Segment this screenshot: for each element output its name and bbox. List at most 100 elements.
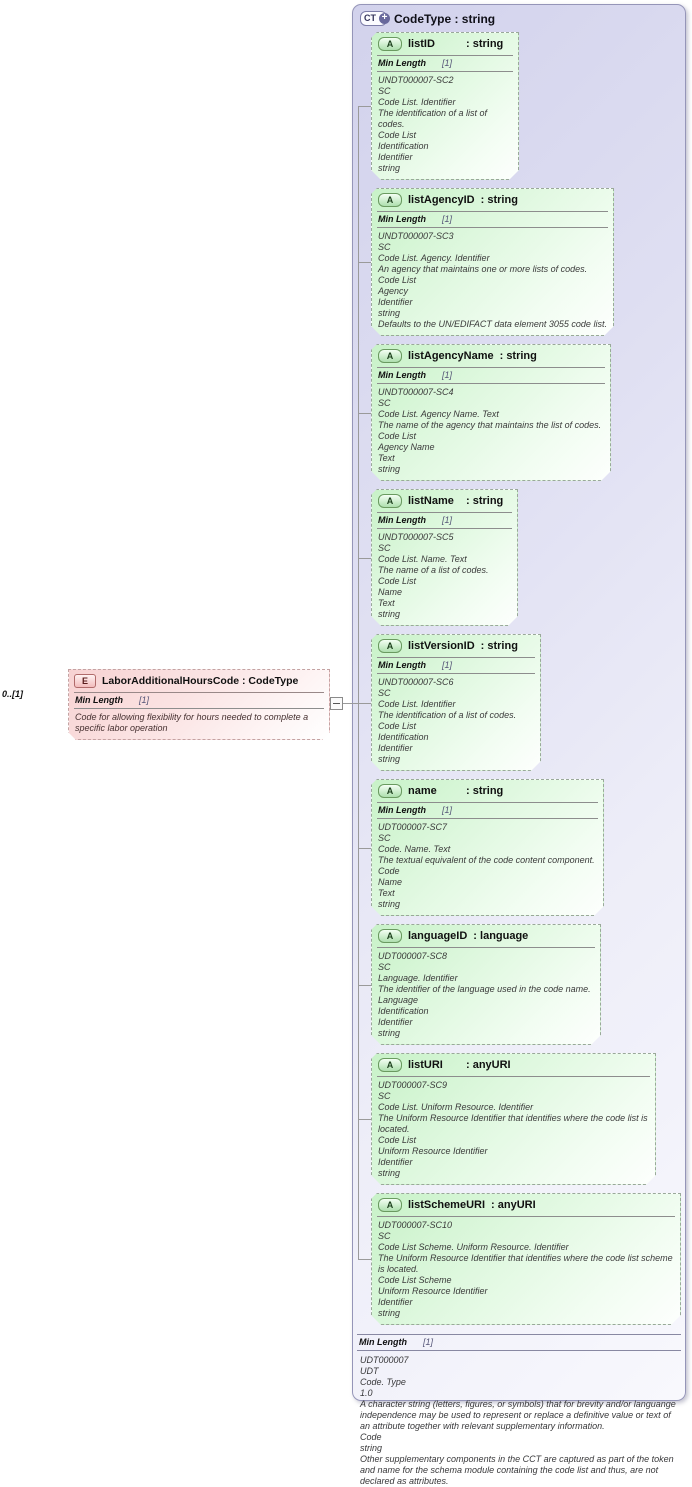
attribute-name: listName [408, 495, 454, 507]
annotation-line: Identifier [378, 297, 413, 307]
attribute-header: A listAgencyID : string [377, 192, 608, 212]
attribute-facet-row: Min Length [1] [377, 212, 608, 228]
attribute-box[interactable]: A listID : string Min Length [1] UNDT000… [371, 32, 519, 180]
attribute-type: : string [466, 785, 504, 797]
complex-type-icon: CT + [360, 11, 390, 26]
annotation-line: Agency [378, 286, 409, 296]
facet-label: Min Length [378, 58, 426, 68]
attribute-row: A listAgencyName : string Min Length [1]… [358, 344, 611, 481]
attribute-row: A listID : string Min Length [1] UNDT000… [358, 32, 519, 180]
annotation-line: UNDT000007-SC5 [378, 532, 454, 542]
annotation-line: string [378, 899, 401, 909]
annotation-line: Code List. Agency Name. Text [378, 409, 499, 419]
attribute-icon: A [378, 1058, 402, 1072]
attribute-box[interactable]: A listName : string Min Length [1] UNDT0… [371, 489, 518, 626]
facet-value: [1] [139, 695, 150, 705]
facet-label: Min Length [378, 660, 426, 670]
annotation-line: A character string (letters, figures, or… [360, 1399, 676, 1431]
attribute-box[interactable]: A listAgencyName : string Min Length [1]… [371, 344, 611, 481]
annotation-line: UDT000007-SC9 [378, 1080, 448, 1090]
annotation-line: string [378, 609, 401, 619]
attribute-name: listSchemeURI [408, 1199, 486, 1211]
attribute-row: A listName : string Min Length [1] UNDT0… [358, 489, 518, 626]
attribute-box[interactable]: A listAgencyID : string Min Length [1] U… [371, 188, 614, 336]
annotation-line: Other supplementary components in the CC… [360, 1454, 674, 1486]
annotation-line: string [378, 464, 401, 474]
annotation-line: Text [378, 598, 395, 608]
annotation-line: Identifier [378, 1157, 413, 1167]
annotation-line: Code List [378, 721, 417, 731]
annotation-line: Name [378, 877, 403, 887]
facet-value: [1] [442, 515, 453, 525]
attribute-name: listAgencyName [408, 350, 494, 362]
annotation-line: Code. Type [360, 1377, 406, 1387]
annotation-line: Code List. Name. Text [378, 554, 467, 564]
annotation-line: Identification [378, 732, 429, 742]
facet-value: [1] [442, 805, 453, 815]
facet-label: Min Length [378, 214, 426, 224]
attribute-facet-row: Min Length [1] [377, 658, 535, 674]
annotation-line: Defaults to the UN/EDIFACT data element … [378, 319, 607, 329]
attribute-type: : language [473, 930, 529, 942]
annotation-line: SC [378, 543, 391, 553]
attribute-type: : string [466, 495, 504, 507]
annotation-line: The Uniform Resource Identifier that ide… [378, 1253, 673, 1274]
annotation-line: Language [378, 995, 419, 1005]
annotation-line: The identification of a list of codes. [378, 108, 488, 129]
annotation-line: The identifier of the language used in t… [378, 984, 591, 994]
attribute-header: A listURI : anyURI [377, 1057, 650, 1077]
annotation-line: Code List Scheme. Uniform Resource. Iden… [378, 1242, 569, 1252]
facet-label: Min Length [359, 1337, 407, 1347]
attribute-facet-row: Min Length [1] [377, 56, 513, 72]
annotation-line: UNDT000007-SC3 [378, 231, 454, 241]
annotation-line: Identifier [378, 152, 413, 162]
attribute-box[interactable]: A name : string Min Length [1] UDT000007… [371, 779, 604, 916]
element-connector-line [342, 703, 371, 704]
attribute-header: A listID : string [377, 36, 513, 56]
collapse-handle-icon[interactable] [330, 697, 343, 710]
annotation-line: SC [378, 242, 391, 252]
annotation-line: Code List. Uniform Resource. Identifier [378, 1102, 534, 1112]
attribute-icon: A [378, 929, 402, 943]
attribute-name: name [408, 785, 437, 797]
complex-type-header: CT + CodeType : string [353, 5, 685, 28]
attribute-box[interactable]: A listVersionID : string Min Length [1] … [371, 634, 541, 771]
annotation-line: Code [378, 866, 400, 876]
expand-plus-icon[interactable]: + [379, 13, 390, 24]
attribute-icon: A [378, 1198, 402, 1212]
annotation-line: Code List [378, 275, 417, 285]
annotation-line: SC [378, 1231, 391, 1241]
attribute-name: listURI [408, 1059, 443, 1071]
annotation-line: UNDT000007-SC2 [378, 75, 454, 85]
facet-value: [1] [442, 58, 453, 68]
annotation-line: SC [378, 833, 391, 843]
attribute-type: : string [480, 640, 518, 652]
annotation-line: string [378, 308, 401, 318]
annotation-line: 1.0 [360, 1388, 373, 1398]
attribute-facet-row: Min Length [1] [377, 368, 605, 384]
annotation-line: Text [378, 453, 395, 463]
annotation-line: string [378, 1308, 401, 1318]
annotation-line: string [378, 754, 401, 764]
attribute-header: A name : string [377, 783, 598, 803]
attribute-type: : string [466, 38, 504, 50]
attribute-name: listAgencyID [408, 194, 475, 206]
facet-value: [1] [442, 370, 453, 380]
attribute-header: A listVersionID : string [377, 638, 535, 658]
attribute-header: A languageID : language [377, 928, 595, 948]
element-annotation: Code for allowing flexibility for hours … [75, 712, 309, 733]
attribute-facet-row: Min Length [1] [377, 513, 512, 529]
element-box-LaborAdditionalHoursCode[interactable]: E LaborAdditionalHoursCode : CodeType Mi… [68, 669, 330, 740]
attribute-facet-row: Min Length [1] [377, 803, 598, 819]
facet-value: [1] [423, 1337, 434, 1347]
